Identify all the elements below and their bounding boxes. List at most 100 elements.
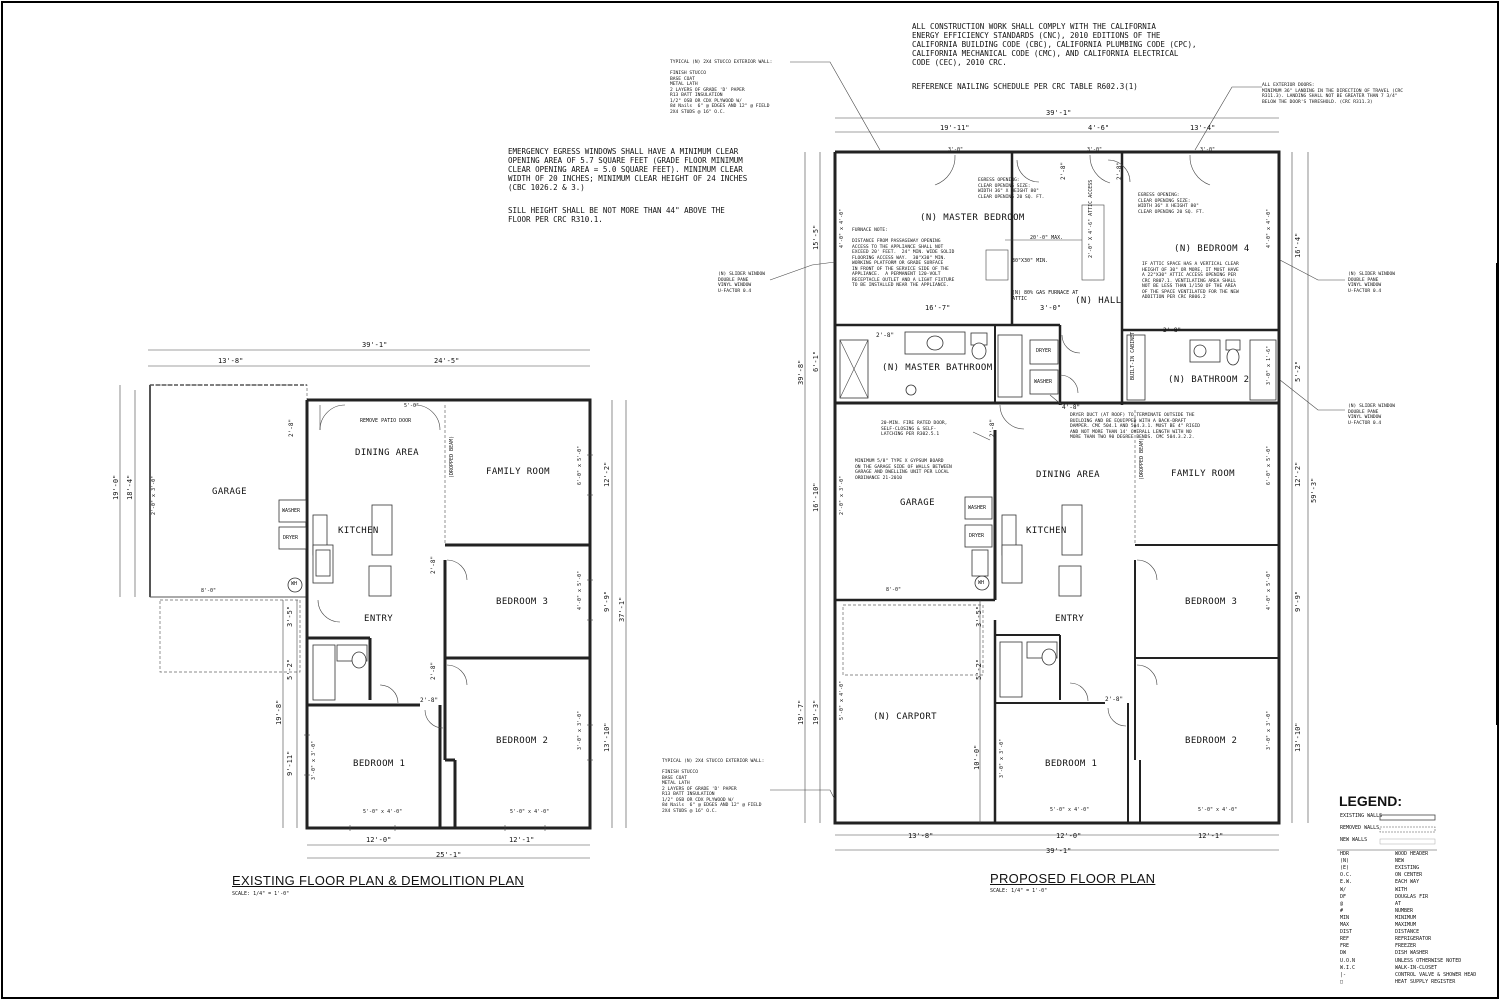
proposed-dim-left-b: 39'-8": [797, 359, 805, 385]
proposed-dim-right-b: 5'-2": [1294, 360, 1302, 382]
proposed-washer2-label: WASHER: [1034, 379, 1053, 385]
existing-dim-right-a: 12'-2": [603, 461, 611, 487]
existing-family-label: FAMILY ROOM: [486, 467, 551, 477]
existing-door-d: 2'-8": [420, 697, 439, 704]
legend-abbr-value: MAXIMUM: [1395, 922, 1417, 928]
proposed-kitchen-label: KITCHEN: [1026, 526, 1067, 536]
legend-abbr-key: MIN: [1340, 914, 1350, 921]
legend-abbr-key: E.W.: [1340, 879, 1353, 886]
legend-abbr-value: EXISTING: [1395, 865, 1420, 872]
note-code-compliance: ALL CONSTRUCTION WORK SHALL COMPLY WITH …: [912, 22, 1197, 67]
existing-plan-scale: SCALE: 1/4" = 1'-0": [232, 891, 290, 897]
legend-abbr-value: AT: [1395, 900, 1402, 907]
proposed-dim-left-g: 3'-5": [975, 605, 983, 627]
proposed-dim-left-i: 10'-0": [973, 744, 981, 770]
proposed-door-2: 2'-8": [1116, 161, 1123, 180]
legend-abbr-key: O.C.: [1340, 872, 1353, 879]
proposed-family-label: FAMILY ROOM: [1171, 469, 1236, 479]
existing-door-e: 5'-0": [404, 403, 420, 409]
proposed-dim-top-a: 19'-11": [940, 124, 970, 132]
proposed-master-bedroom-label: (N) MASTER BEDROOM: [920, 213, 1025, 223]
legend-abbr-value: EACH WAY: [1395, 879, 1420, 886]
proposed-attic-label: 2'-0" X 4'-6" ATTIC ACCESS: [1088, 179, 1094, 258]
proposed-carport-label: (N) CARPORT: [873, 712, 938, 722]
legend-abbr-key: HDR: [1340, 851, 1350, 857]
proposed-door-10: 2'-8": [1105, 696, 1124, 703]
proposed-wh-label: WH: [978, 580, 985, 586]
existing-garage-label: GARAGE: [212, 487, 247, 497]
existing-win-fr: 6'-0" x 5'-0": [577, 445, 583, 485]
legend-abbr-value: DISTANCE: [1395, 929, 1420, 936]
existing-remove-patio-label: REMOVE PATIO DOOR: [360, 418, 412, 424]
existing-washer-label: WASHER: [282, 508, 301, 514]
proposed-win-fr: 6'-0" x 5'-0": [1266, 445, 1272, 485]
proposed-dim-mb-width: 16'-7": [925, 304, 951, 312]
legend-abbr-value: NUMBER: [1395, 907, 1414, 914]
existing-dim-bottom-left: 12'-0": [366, 836, 392, 844]
proposed-dim-right-c: 12'-2": [1294, 461, 1302, 487]
existing-bedroom1-label: BEDROOM 1: [353, 759, 406, 769]
legend-abbr-key: |-: [1340, 971, 1347, 978]
proposed-dim-left-f: 19'-3": [812, 699, 820, 725]
legend-abbr-key: MAX: [1340, 922, 1350, 928]
legend-abbr-value: UNLESS OTHERWISE NOTED: [1395, 957, 1462, 964]
proposed-linen-label: BUILT-IN CABINET: [1130, 331, 1136, 380]
note-ext-doors: ALL EXTERIOR DOORS: MINIMUM 36" LANDING …: [1262, 83, 1404, 105]
existing-bedroom3-label: BEDROOM 3: [496, 597, 549, 607]
proposed-door-8: 3'-0": [1087, 147, 1103, 153]
note-sill-height: SILL HEIGHT SHALL BE NOT MORE THAN 44" A…: [508, 206, 725, 224]
proposed-door-1: 2'-8": [1060, 161, 1067, 180]
legend-abbr-key: (N): [1340, 858, 1350, 865]
proposed-win-mb: 4'-0" x 4'-0": [839, 208, 845, 248]
existing-kitchen-label: KITCHEN: [338, 526, 379, 536]
note-attic: IF ATTIC SPACE HAS A VERTICAL CLEAR HEIG…: [1142, 262, 1239, 300]
legend-line-label: NEW WALLS: [1340, 837, 1368, 843]
proposed-furnace-dim: 20'-0" MAX.: [1030, 235, 1064, 241]
legend-abbr-key: FRE: [1340, 943, 1350, 950]
proposed-dim-right-a: 16'-4": [1294, 232, 1302, 258]
proposed-dim-top-c: 13'-4": [1190, 124, 1216, 132]
proposed-win-b1s: 3'-0" x 3'-0": [999, 738, 1005, 778]
existing-plan-walls: [119, 349, 627, 859]
existing-dim-left-d: 5'-2": [286, 658, 294, 680]
legend-abbr-key: REF: [1340, 936, 1350, 943]
existing-dim-right-b: 9'-9": [603, 590, 611, 612]
legend-abbr-value: HEAT SUPPLY REGISTER: [1395, 978, 1456, 985]
note-egress-b4: EGRESS OPENING: CLEAR OPENING SIZE: WIDT…: [1138, 193, 1205, 215]
proposed-win-b4: 4'-0" x 4'-0": [1266, 208, 1272, 248]
legend-abbr-key: W/: [1340, 886, 1347, 893]
proposed-dim-bottom-b: 12'-0": [1056, 832, 1082, 840]
note-window-right-1: (N) SLIDER WINDOW DOUBLE PANE VINYL WIND…: [1348, 272, 1396, 294]
note-gypsum: MINIMUM 5/8" TYPE X GYPSUM BOARD ON THE …: [855, 459, 952, 481]
proposed-door-5: 2'-8": [989, 418, 996, 437]
proposed-door-4: 2'-8": [1163, 327, 1182, 334]
note-furnace: FURNACE NOTE: DISTANCE FROM PASSAGEWAY O…: [852, 228, 955, 288]
legend-title: LEGEND:: [1339, 793, 1402, 809]
proposed-dim-bottom-overall: 39'-1": [1046, 847, 1072, 855]
existing-soffit-label: (DROPPED BEAM): [449, 435, 455, 478]
proposed-win-gar: 8'-0": [886, 587, 902, 593]
proposed-win-b1: 5'-0" x 4'-0": [1050, 807, 1090, 813]
proposed-dim-right-f: 13'-10": [1294, 722, 1302, 752]
existing-dim-left-a: 19'-0": [112, 474, 120, 500]
legend-lines: [1337, 814, 1437, 851]
proposed-door-6: 4'-8": [1062, 404, 1081, 411]
legend-abbr-value: DOUGLAS FIR: [1395, 893, 1429, 900]
note-wall-bottom: TYPICAL (N) 2X4 STUCCO EXTERIOR WALL: FI…: [662, 759, 765, 814]
proposed-door-7: 3'-0": [948, 147, 964, 153]
proposed-plan-title: PROPOSED FLOOR PLAN: [990, 871, 1156, 886]
proposed-dim-bottom-c: 12'-1": [1198, 832, 1224, 840]
proposed-bathroom2-label: (N) BATHROOM 2: [1168, 375, 1250, 385]
proposed-dryer2-label: DRYER: [1036, 348, 1052, 354]
proposed-win-b3: 4'-0" x 5'-0": [1266, 570, 1272, 610]
legend-abbr-key: @: [1340, 900, 1344, 907]
note-window-left: (N) SLIDER WINDOW DOUBLE PANE VINYL WIND…: [718, 272, 766, 294]
existing-dim-left-c: 3'-5": [286, 605, 294, 627]
note-egress-windows: EMERGENCY EGRESS WINDOWS SHALL HAVE A MI…: [508, 147, 748, 192]
existing-wh-label: WH: [291, 581, 298, 587]
proposed-dim-top-overall: 39'-1": [1046, 109, 1072, 117]
legend-abbr-value: CONTROL VALVE & SHOWER HEAD: [1395, 971, 1477, 978]
existing-dining-label: DINING AREA: [355, 448, 420, 458]
legend-abbr-key: #: [1340, 907, 1344, 914]
